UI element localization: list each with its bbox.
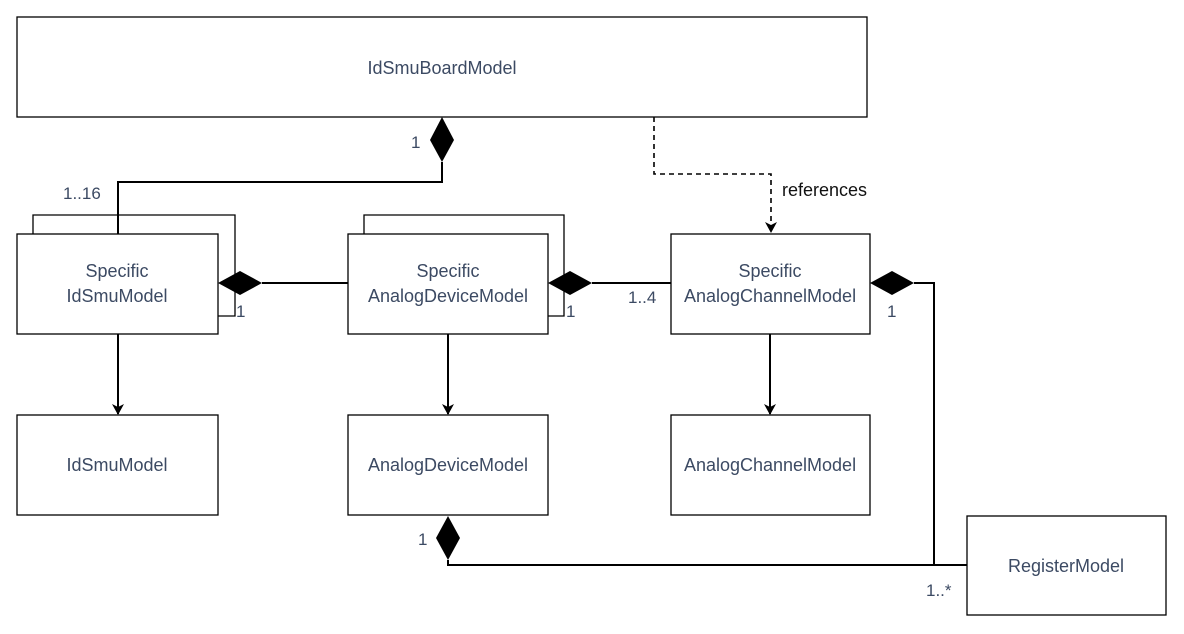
specific-analog-device-model-label-line2: AnalogDeviceModel <box>368 286 528 306</box>
composition-channel-register-line <box>914 282 967 566</box>
mult-channel-register-source: 1 <box>887 302 896 321</box>
analog-channel-model-box[interactable] <box>670 414 871 516</box>
analog-channel-model-label: AnalogChannelModel <box>684 455 856 475</box>
specific-analog-device-model-box[interactable] <box>347 233 549 335</box>
references-label: references <box>782 180 867 200</box>
idsmu-board-model-box[interactable] <box>16 16 868 118</box>
specific-analog-channel-model-label-line1: Specific <box>738 261 801 281</box>
analog-device-model-box[interactable] <box>347 414 549 516</box>
mult-device-channel-source: 1 <box>566 302 575 321</box>
mult-device-register-source: 1 <box>418 530 427 549</box>
specific-analog-device-model-label-line1: Specific <box>416 261 479 281</box>
composition-board-idsmu-line <box>117 162 443 234</box>
register-model-label: RegisterModel <box>1008 556 1124 576</box>
specific-idsmu-model-box[interactable] <box>16 233 219 335</box>
composition-idsmu-diamond <box>218 271 262 295</box>
idsmu-board-model-label: IdSmuBoardModel <box>367 58 516 78</box>
composition-board-diamond <box>430 117 454 162</box>
mult-board-source: 1 <box>411 133 420 152</box>
mult-register-target: 1..* <box>926 581 952 600</box>
composition-channel-diamond <box>870 271 914 295</box>
references-dashed-line <box>653 117 777 233</box>
specific-idsmu-model-stack-outline <box>32 214 236 317</box>
mult-idsmu-device-source: 1 <box>236 302 245 321</box>
specific-analog-device-model-stack-outline <box>363 214 565 317</box>
mult-device-channel-target: 1..4 <box>628 288 656 307</box>
mult-board-target: 1..16 <box>63 184 101 203</box>
analog-device-model-label: AnalogDeviceModel <box>368 455 528 475</box>
register-model-box[interactable] <box>966 515 1167 616</box>
composition-device-diamond <box>548 271 592 295</box>
specific-analog-channel-model-label-line2: AnalogChannelModel <box>684 286 856 306</box>
composition-device-register-line <box>447 560 967 566</box>
idsmu-model-label: IdSmuModel <box>66 455 167 475</box>
composition-analogdevice-diamond <box>436 516 460 560</box>
idsmu-model-box[interactable] <box>16 414 219 516</box>
specific-idsmu-model-label-line1: Specific <box>85 261 148 281</box>
specific-analog-channel-model-box[interactable] <box>670 233 871 335</box>
specific-idsmu-model-label-line2: IdSmuModel <box>66 286 167 306</box>
